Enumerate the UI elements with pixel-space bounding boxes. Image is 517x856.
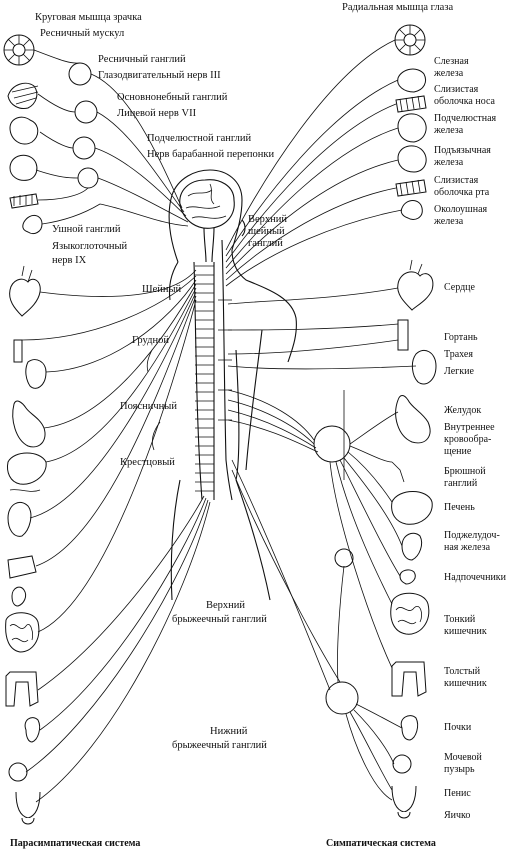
label-thoracic: Грудной <box>132 335 169 346</box>
label-lumbar: Поясничный <box>120 401 177 412</box>
sympathetic-chain <box>218 239 233 501</box>
sympathetic-nerves <box>225 39 417 801</box>
label-oral-2: оболочка рта <box>434 187 490 198</box>
label-lacrimal-2: железа <box>434 68 464 79</box>
label-small-intestine-1: Тонкий <box>444 614 476 625</box>
label-heart: Сердце <box>444 282 475 293</box>
label-vessels-2: кровообра- <box>444 434 492 445</box>
spinal-column <box>193 261 215 501</box>
label-oculomotor-nerve: Глазодвигательный нерв III <box>98 70 221 81</box>
label-lacrimal-1: Слезная <box>434 56 469 67</box>
label-facial-nerve: Лицевой нерв VII <box>117 108 197 119</box>
label-pupil-sphincter: Круговая мышца зрачка <box>35 12 142 23</box>
label-lower-mesenteric-1: Нижний <box>210 726 248 737</box>
label-bladder-1: Мочевой <box>444 752 482 763</box>
label-trachea: Трахея <box>444 349 473 360</box>
label-otic-ganglion: Ушной ганглий <box>52 224 121 235</box>
label-submandibular-ganglion: Подчелюстной ганглий <box>147 133 252 144</box>
label-adrenal: Надпочечники <box>444 572 507 583</box>
parasympathetic-nerves <box>21 49 211 803</box>
label-submandibular-1: Подчелюстная <box>434 113 497 124</box>
label-ciliary-muscle: Ресничный мускул <box>40 28 125 39</box>
label-glossopharyngeal-2: нерв IX <box>52 255 87 266</box>
label-chorda-tympani: Нерв барабанной перепонки <box>147 149 275 160</box>
label-sublingual-2: железа <box>434 157 464 168</box>
label-radial-muscle: Радиальная мышца глаза <box>342 2 454 13</box>
label-celiac-1: Брюшной <box>444 466 486 477</box>
brain-drawing <box>179 179 235 263</box>
label-ciliary-ganglion: Ресничный ганглий <box>98 54 186 65</box>
label-pancreas-1: Поджелудоч- <box>444 530 500 541</box>
label-large-intestine-2: кишечник <box>444 678 487 689</box>
label-parotid-2: железа <box>434 216 464 227</box>
label-upper-mesenteric-2: брыжеечный ганглий <box>172 614 267 625</box>
label-sublingual-1: Подъязычная <box>434 145 491 156</box>
label-glossopharyngeal-1: Языкоглоточный <box>52 241 128 252</box>
label-submandibular-2: железа <box>434 125 464 136</box>
label-vessels-1: Внутреннее <box>444 422 495 433</box>
label-nasal-2: оболочка носа <box>434 96 495 107</box>
label-lungs: Легкие <box>444 366 474 377</box>
label-larynx: Гортань <box>444 332 478 343</box>
parasympathetic-organs <box>3 34 99 825</box>
label-pterygopalatine-ganglion: Основнонебный ганглий <box>117 92 228 103</box>
label-upper-cervical-1: Верхний <box>248 214 288 225</box>
label-small-intestine-2: кишечник <box>444 626 487 637</box>
label-large-intestine-1: Толстый <box>444 666 481 677</box>
label-pancreas-2: ная железа <box>444 542 491 553</box>
label-liver: Печень <box>444 502 475 513</box>
label-sacral: Крестцовый <box>120 457 175 468</box>
label-sympathetic-system: Симпатическая система <box>326 838 436 849</box>
label-cervical: Шейный <box>142 284 182 295</box>
label-upper-cervical-3: ганглий <box>248 238 283 249</box>
label-parasympathetic-system: Парасимпатическая система <box>10 838 141 849</box>
label-bladder-2: пузырь <box>444 764 475 775</box>
label-kidneys: Почки <box>444 722 472 733</box>
label-upper-cervical-2: шейный <box>248 226 285 237</box>
label-nasal-1: Слизистая <box>434 84 479 95</box>
sympathetic-organs <box>313 24 437 819</box>
label-penis: Пенис <box>444 788 471 799</box>
label-oral-1: Слизистая <box>434 175 479 186</box>
label-testis: Яичко <box>444 810 471 821</box>
label-upper-mesenteric-1: Верхний <box>206 600 246 611</box>
label-stomach: Желудок <box>444 405 482 416</box>
label-vessels-3: щение <box>444 446 472 457</box>
label-lower-mesenteric-2: брыжеечный ганглий <box>172 740 267 751</box>
label-parotid-1: Околоушная <box>434 204 488 215</box>
label-celiac-2: ганглий <box>444 478 478 489</box>
